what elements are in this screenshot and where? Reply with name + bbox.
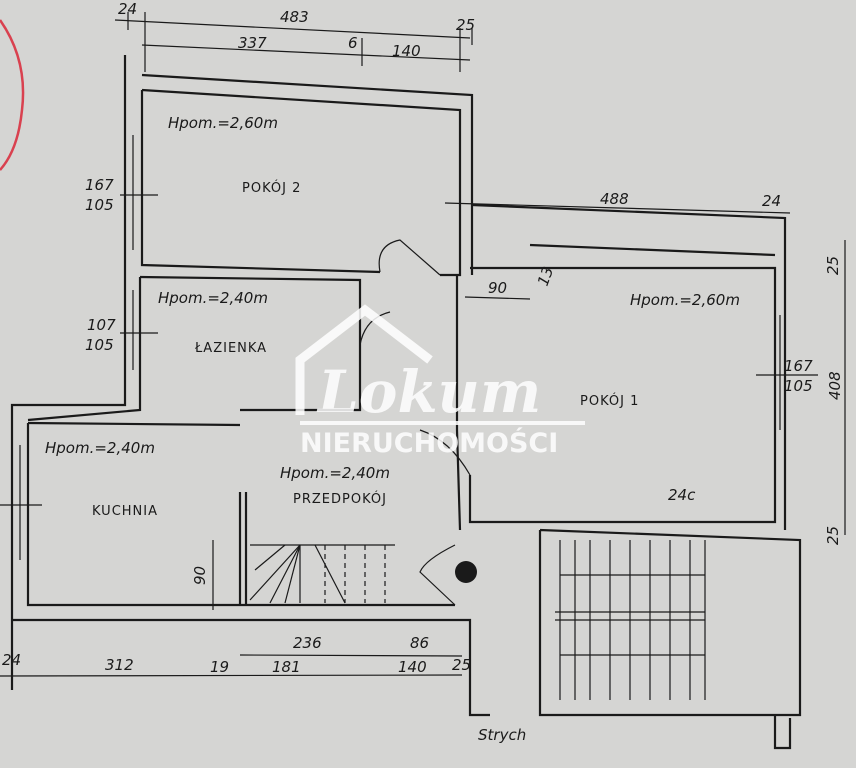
dim-312: 312 (105, 656, 134, 674)
chimney (455, 561, 477, 583)
dim-25-top: 25 (824, 256, 842, 275)
room-name: PRZEDPOKÓJ (293, 491, 387, 507)
dim-13: 13 (534, 264, 557, 288)
dim-488: 488 (600, 190, 629, 208)
top-dimensions: 483 24 25 337 6 140 (114, 0, 475, 72)
window-dim: 107 (87, 316, 116, 334)
room-height: Hpom.=2,60m (168, 114, 278, 132)
room-labels: Hpom.=2,60m POKÓJ 2 Hpom.=2,40m ŁAZIENKA… (45, 114, 740, 744)
dim-483: 483 (280, 8, 309, 26)
dim-337: 337 (238, 34, 267, 52)
room-name: KUCHNIA (92, 504, 158, 519)
dim-181: 181 (272, 658, 301, 676)
room-height: Hpom.=2,40m (280, 464, 390, 482)
window-dim: 105 (784, 377, 813, 395)
room-height: Hpom.=2,40m (158, 289, 268, 307)
room-name: ŁAZIENKA (194, 341, 267, 356)
dim-86: 86 (410, 634, 429, 652)
dim-90: 90 (488, 279, 507, 297)
dim-25: 25 (456, 16, 475, 34)
room-height: Hpom.=2,60m (630, 291, 740, 309)
dim-25-bottom: 25 (824, 526, 842, 545)
window-dim: 167 (784, 357, 813, 375)
dim-6: 6 (348, 34, 358, 52)
room-height: Hpom.=2,40m (45, 439, 155, 457)
dim-24b: 24 (762, 192, 781, 210)
dim-140b: 140 (398, 658, 427, 676)
dim-24c: 24 (2, 651, 21, 669)
stairs: 90 (191, 540, 706, 700)
dim-stairs-90: 90 (191, 566, 209, 585)
attic-label: Strych (478, 726, 526, 744)
walls (0, 55, 818, 750)
room-name: POKÓJ 1 (580, 393, 639, 409)
dim-19: 19 (210, 658, 229, 676)
stamp (0, 19, 25, 171)
dim-408: 408 (826, 371, 844, 400)
watermark-subtitle: NIERUCHOMOŚCI (300, 427, 558, 459)
dim-140: 140 (392, 42, 421, 60)
window-dim: 105 (85, 196, 114, 214)
room-name: POKÓJ 2 (242, 180, 301, 196)
dim-25c: 25 (452, 656, 471, 674)
watermark-brand: Lokum (316, 358, 541, 426)
window-dim: 167 (85, 176, 114, 194)
room-note: 24c (668, 486, 696, 504)
dim-24: 24 (118, 0, 137, 18)
window-dim: 105 (85, 336, 114, 354)
dim-236: 236 (293, 634, 322, 652)
watermark-logo: Lokum NIERUCHOMOŚCI (295, 304, 585, 459)
dimensions: 488 24 408 25 25 90 13 167 105 107 105 1… (0, 176, 846, 677)
